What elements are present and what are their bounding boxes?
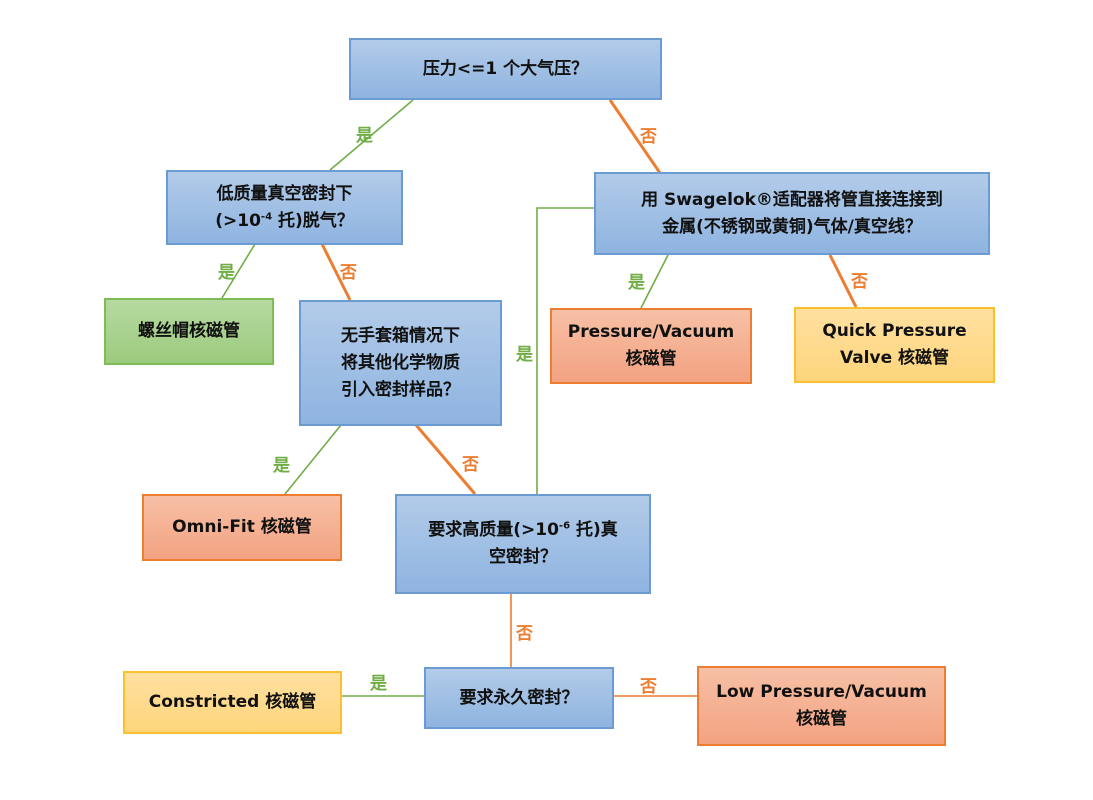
result-quick-pressure-line2: Valve 核磁管 (839, 348, 950, 368)
edge-label-no: 否 (640, 677, 657, 697)
edge-pressure-no (608, 99, 662, 174)
result-omni-fit-tube: Omni-Fit 核磁管 (142, 494, 342, 561)
question-pressure-text: 压力<=1 个大气压？ (422, 58, 589, 79)
edge-lowvac-yes (221, 243, 256, 299)
edge-label-no: 否 (851, 272, 868, 292)
result-low-pressure-line2: 核磁管 (795, 709, 847, 729)
edge-label-yes: 是 (273, 456, 290, 476)
edge-label-no: 否 (640, 127, 657, 147)
question-low-vacuum-line2-pre: (>10 (215, 210, 261, 231)
edge-swagelok-no (828, 254, 858, 308)
question-low-vacuum-line2: (>10-4 托)脱气？ (215, 208, 353, 235)
edge-label-yes: 是 (516, 345, 533, 365)
question-pressure: 压力<=1 个大气压？ (349, 38, 662, 100)
exponent: -4 (260, 210, 273, 222)
result-quick-pressure-line1: Quick Pressure (822, 321, 967, 341)
edge-glovebox-yes (284, 424, 342, 495)
question-permanent-seal: 要求永久密封？ (424, 667, 614, 729)
question-glovebox-line1: 无手套箱情况下 (341, 325, 460, 346)
question-glovebox-line2: 将其他化学物质 (341, 352, 460, 373)
result-quick-pressure-valve-tube: Quick Pressure Valve 核磁管 (794, 307, 995, 383)
edge-highvac-yes (536, 207, 594, 494)
result-omni-fit-text: Omni-Fit 核磁管 (172, 517, 312, 537)
result-low-pressure-line1: Low Pressure/Vacuum (716, 682, 927, 702)
question-high-vacuum-line1-post: 托)真 (570, 520, 618, 540)
result-screw-cap-text: 螺丝帽核磁管 (138, 321, 240, 341)
question-high-vacuum: 要求高质量(>10-6 托)真 空密封？ (395, 494, 651, 594)
question-low-vacuum-degas: 低质量真空密封下 (>10-4 托)脱气？ (166, 170, 403, 245)
result-constricted-text: Constricted 核磁管 (148, 692, 317, 712)
edge-label-yes: 是 (356, 126, 373, 146)
edge-label-no: 否 (462, 455, 479, 475)
result-low-pressure-vacuum-tube: Low Pressure/Vacuum 核磁管 (697, 666, 946, 746)
result-pressure-vacuum-tube: Pressure/Vacuum 核磁管 (550, 308, 752, 384)
question-low-vacuum-line2-post: 托)脱气？ (272, 210, 354, 231)
result-screw-cap-tube: 螺丝帽核磁管 (104, 298, 274, 365)
edge-lowvac-no (320, 243, 352, 301)
question-swagelok-line2: 金属(不锈钢或黄铜)气体/真空线？ (662, 216, 922, 237)
edge-pressure-yes (329, 99, 414, 171)
exponent: -6 (558, 520, 571, 532)
question-glovebox-line3: 引入密封样品？ (341, 379, 460, 400)
result-pressure-vacuum-line2: 核磁管 (625, 349, 677, 369)
question-low-vacuum-line1: 低质量真空密封下 (216, 183, 353, 204)
edge-swagelok-yes (640, 254, 669, 309)
edge-label-no: 否 (516, 624, 533, 644)
question-swagelok: 用 Swagelok®适配器将管直接连接到 金属(不锈钢或黄铜)气体/真空线？ (594, 172, 990, 255)
result-constricted-tube: Constricted 核磁管 (123, 671, 342, 734)
edge-label-yes: 是 (370, 674, 387, 694)
edge-label-yes: 是 (628, 273, 645, 293)
result-pressure-vacuum-line1: Pressure/Vacuum (567, 322, 735, 342)
edge-label-yes: 是 (218, 263, 235, 283)
edge-label-no: 否 (340, 263, 357, 283)
question-high-vacuum-line2: 空密封？ (488, 547, 557, 567)
question-swagelok-line1: 用 Swagelok®适配器将管直接连接到 (641, 189, 943, 210)
question-high-vacuum-line1-pre: 要求高质量(>10 (428, 520, 559, 540)
question-permanent-seal-text: 要求永久密封？ (459, 687, 579, 708)
question-glovebox: 无手套箱情况下 将其他化学物质 引入密封样品？ (299, 300, 502, 426)
question-high-vacuum-line1: 要求高质量(>10-6 托)真 (428, 517, 617, 544)
edge-glovebox-no (414, 424, 477, 495)
